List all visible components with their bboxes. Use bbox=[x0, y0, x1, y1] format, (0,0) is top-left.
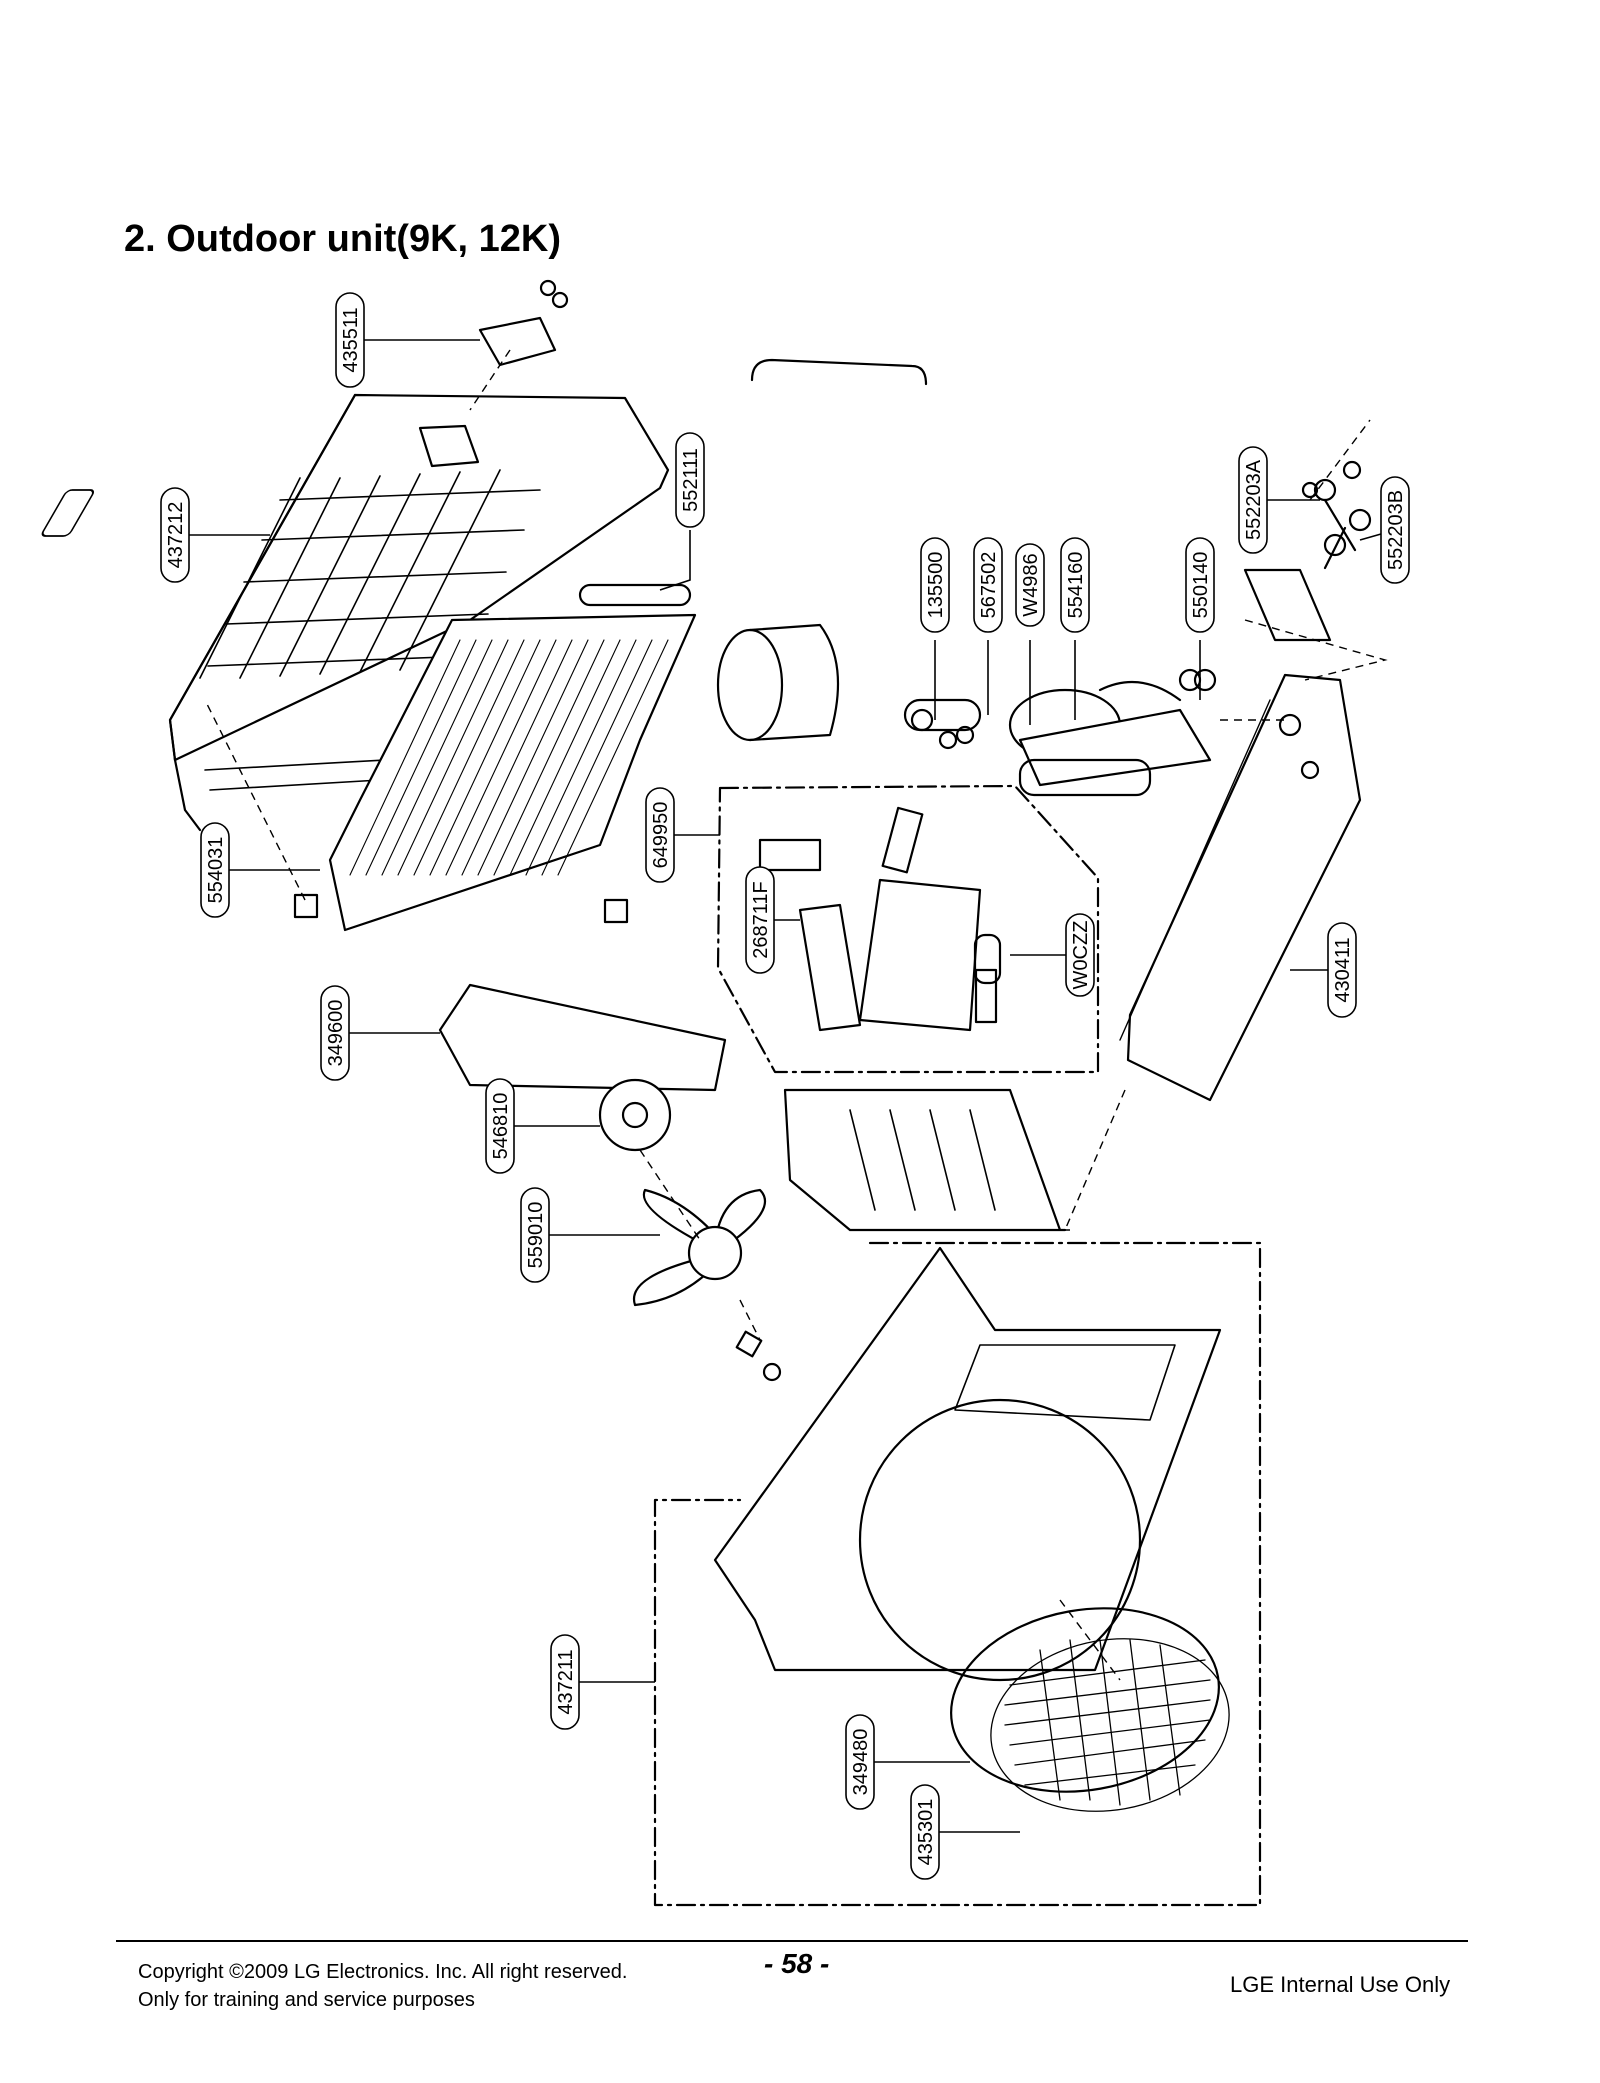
callout-label: 437211 bbox=[555, 1649, 577, 1714]
propeller-fan-part bbox=[632, 1188, 766, 1307]
callout-bubble bbox=[550, 1634, 580, 1730]
callout-bubble bbox=[200, 822, 230, 918]
callout-label: 435511 bbox=[340, 307, 362, 372]
callout-349480: 349480 bbox=[845, 1714, 875, 1810]
callout-bubble bbox=[910, 1784, 940, 1880]
callout-552203B: 552203B bbox=[1380, 476, 1410, 584]
callout-135500: 135500 bbox=[920, 537, 950, 633]
callout-label: 430411 bbox=[1332, 937, 1354, 1002]
callout-label: 554160 bbox=[1065, 552, 1087, 619]
callout-bubble bbox=[645, 787, 675, 883]
callout-label: 649950 bbox=[650, 802, 672, 869]
callout-bubble bbox=[1185, 537, 1215, 633]
callout-label: 559010 bbox=[525, 1202, 547, 1269]
motor-mount-part bbox=[438, 983, 727, 1092]
callout-label: 435301 bbox=[915, 1799, 937, 1866]
callout-546810: 546810 bbox=[485, 1078, 515, 1174]
callout-label: 268711F bbox=[750, 881, 772, 958]
callout-554160: 554160 bbox=[1060, 537, 1090, 633]
callout-437212: 437212 bbox=[160, 487, 190, 583]
callout-bubble bbox=[1065, 913, 1095, 997]
callout-bubble bbox=[160, 487, 190, 583]
valve-bracket-part bbox=[1243, 568, 1332, 642]
callout-649950: 649950 bbox=[645, 787, 675, 883]
callout-552111: 552111 bbox=[675, 432, 705, 528]
service-valve-part bbox=[1301, 460, 1372, 570]
callout-label: 546810 bbox=[490, 1093, 512, 1160]
callout-bubble bbox=[320, 985, 350, 1081]
copyright-notice: Copyright ©2009 LG Electronics. Inc. All… bbox=[138, 1958, 627, 2014]
callout-label: 349600 bbox=[325, 1000, 347, 1067]
callout-label: 554031 bbox=[205, 837, 227, 904]
callout-label: 349480 bbox=[850, 1729, 872, 1796]
callout-567502: 567502 bbox=[973, 537, 1003, 633]
callout-label: 552111 bbox=[680, 448, 702, 512]
callout-bubble bbox=[1327, 922, 1357, 1018]
front-panel-outline bbox=[653, 1241, 1262, 1907]
callout-bubble bbox=[520, 1187, 550, 1283]
callout-label: W0CZZ bbox=[1070, 921, 1092, 990]
callout-label: 135500 bbox=[925, 552, 947, 619]
callout-bubble bbox=[1380, 476, 1410, 584]
callout-bubble bbox=[973, 537, 1003, 633]
callout-268711F: 268711F bbox=[745, 866, 775, 974]
capacitor-part bbox=[973, 933, 1002, 985]
vent-cover-part bbox=[478, 316, 557, 367]
copyright-line-1: Copyright ©2009 LG Electronics. Inc. All… bbox=[138, 1961, 628, 1983]
callout-550140: 550140 bbox=[1185, 537, 1215, 633]
callout-554031: 554031 bbox=[200, 822, 230, 918]
top-cover-part bbox=[41, 393, 670, 832]
page-title: 2. Outdoor unit(9K, 12K) bbox=[124, 218, 561, 260]
front-panel-part bbox=[713, 1246, 1222, 1672]
copyright-line-2: Only for training and service purposes bbox=[138, 1989, 475, 2011]
side-panel-part bbox=[1126, 673, 1362, 1102]
callout-label: 437212 bbox=[165, 502, 187, 569]
callout-435301: 435301 bbox=[910, 1784, 940, 1880]
barrier-part bbox=[783, 1088, 1067, 1232]
callout-label: 552203B bbox=[1385, 490, 1407, 570]
callout-bubble bbox=[745, 866, 775, 974]
callout-559010: 559010 bbox=[520, 1187, 550, 1283]
callout-W4986: W4986 bbox=[1015, 543, 1045, 627]
callout-label: 552203A bbox=[1243, 459, 1265, 540]
page-number: - 58 - bbox=[764, 1948, 830, 1979]
control-box-outline bbox=[716, 784, 1100, 1074]
callout-435511: 435511 bbox=[335, 292, 365, 388]
callout-349600: 349600 bbox=[320, 985, 350, 1081]
callout-bubble bbox=[845, 1714, 875, 1810]
callout-437211: 437211 bbox=[550, 1634, 580, 1730]
footer-rule bbox=[116, 1940, 1468, 1942]
condenser-part bbox=[293, 583, 697, 932]
control-box-part bbox=[758, 806, 998, 1032]
callout-label: 550140 bbox=[1190, 552, 1212, 619]
callout-bubble bbox=[335, 292, 365, 388]
fan-grille-part bbox=[990, 1638, 1230, 1812]
callout-label: 567502 bbox=[978, 552, 1000, 619]
callout-bubble bbox=[920, 537, 950, 633]
fan-motor-part bbox=[598, 1078, 672, 1152]
internal-use-label: LGE Internal Use Only bbox=[1230, 1972, 1451, 1997]
callout-W0CZZ: W0CZZ bbox=[1065, 913, 1095, 997]
callout-bubble bbox=[485, 1078, 515, 1174]
callout-bubble bbox=[1015, 543, 1045, 627]
handle-part bbox=[750, 358, 928, 386]
compressor-part bbox=[716, 623, 1212, 797]
callout-430411: 430411 bbox=[1327, 922, 1357, 1018]
callout-bubble bbox=[1060, 537, 1090, 633]
callout-bubble bbox=[1238, 446, 1268, 554]
callout-552203A: 552203A bbox=[1238, 446, 1268, 554]
callout-bubble bbox=[675, 432, 705, 528]
callout-label: W4986 bbox=[1020, 553, 1042, 616]
